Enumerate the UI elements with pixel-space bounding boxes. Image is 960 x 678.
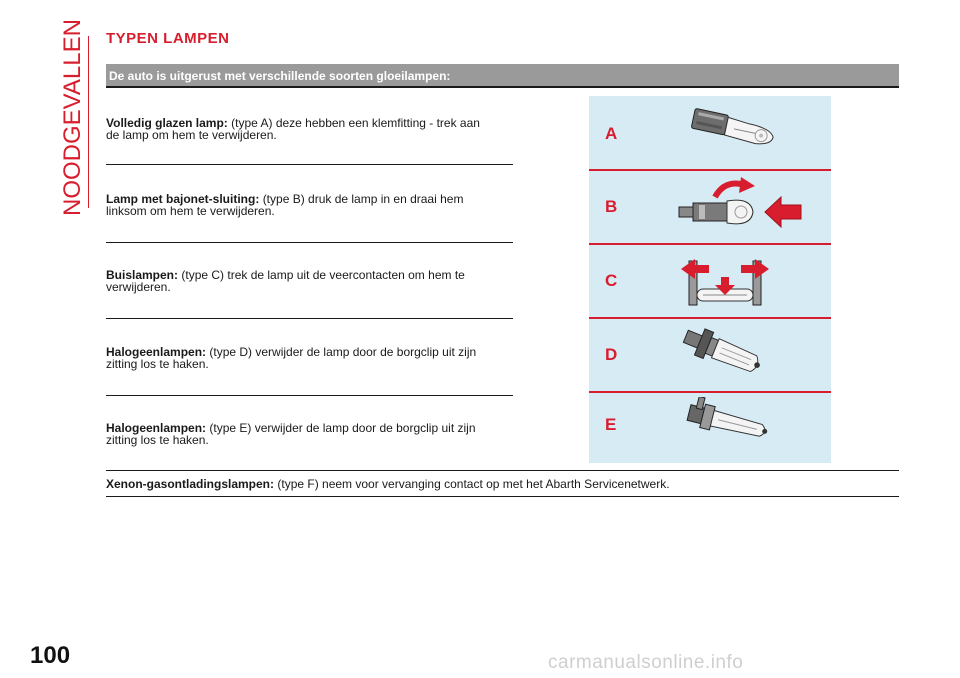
divider bbox=[106, 318, 513, 319]
illustration-row-c: C bbox=[589, 245, 831, 317]
panel-separator bbox=[589, 243, 831, 245]
wedge-bulb-icon bbox=[691, 108, 774, 145]
divider bbox=[106, 496, 899, 497]
entry-text: verwijderen. bbox=[106, 280, 171, 294]
bayonet-bulb-icon bbox=[678, 177, 802, 229]
panel-separator bbox=[589, 391, 831, 393]
entry-term: Lamp met bajonet-sluiting: bbox=[106, 192, 260, 206]
divider bbox=[106, 395, 513, 396]
illustration-row-e: E bbox=[589, 393, 831, 463]
panel-separator bbox=[589, 317, 831, 319]
divider bbox=[106, 470, 899, 471]
entry-text: de lamp om hem te verwijderen. bbox=[106, 128, 277, 142]
illustration-letter: A bbox=[605, 124, 618, 143]
illustration-row-b: B bbox=[589, 171, 831, 243]
entry-term: Xenon-gasontladingslampen: bbox=[106, 477, 275, 491]
divider bbox=[106, 242, 513, 243]
entry-text: zitting los te haken. bbox=[106, 433, 209, 447]
illustration-letter: D bbox=[605, 345, 618, 364]
entry-text: (type F) neem voor vervanging contact op… bbox=[277, 477, 670, 491]
illustration-letter: C bbox=[605, 271, 618, 290]
entry-text: (type D) verwijder de lamp door de borgc… bbox=[209, 345, 477, 359]
lamp-illustration-panel: A B C bbox=[589, 96, 831, 463]
entry-type-d: Halogeenlampen: (type D) verwijder de la… bbox=[106, 346, 506, 370]
entry-term: Halogeenlampen: bbox=[106, 345, 207, 359]
halogen-h1-bulb-icon bbox=[686, 397, 768, 437]
entry-type-b: Lamp met bajonet-sluiting: (type B) druk… bbox=[106, 193, 506, 217]
entry-text: (type B) druk de lamp in en draai hem bbox=[262, 192, 464, 206]
watermark: carmanualsonline.info bbox=[548, 652, 744, 673]
entry-text: (type E) verwijder de lamp door de borgc… bbox=[209, 421, 476, 435]
page-number: 100 bbox=[30, 642, 71, 669]
intro-bar: De auto is uitgerust met verschillende s… bbox=[106, 64, 899, 88]
entry-text: linksom om hem te verwijderen. bbox=[106, 204, 275, 218]
illustration-row-d: D bbox=[589, 319, 831, 391]
entry-type-f: Xenon-gasontladingslampen: (type F) neem… bbox=[106, 478, 899, 490]
entry-term: Volledig glazen lamp: bbox=[106, 116, 228, 130]
entry-term: Buislampen: bbox=[106, 268, 179, 282]
halogen-h4-bulb-icon bbox=[682, 328, 760, 373]
illustration-row-a: A bbox=[589, 96, 831, 169]
entry-type-a: Volledig glazen lamp: (type A) deze hebb… bbox=[106, 117, 506, 141]
entry-type-c: Buislampen: (type C) trek de lamp uit de… bbox=[106, 269, 506, 293]
panel-separator bbox=[589, 169, 831, 171]
side-rule bbox=[88, 36, 89, 208]
divider bbox=[106, 164, 513, 165]
festoon-bulb-icon bbox=[681, 259, 769, 306]
section-side-title: NOODGEVALLEN bbox=[59, 19, 86, 216]
illustration-letter: B bbox=[605, 197, 618, 216]
entry-text: (type C) trek de lamp uit de veercontact… bbox=[181, 268, 465, 282]
entry-term: Halogeenlampen: bbox=[106, 421, 207, 435]
entry-text: zitting los te haken. bbox=[106, 357, 209, 371]
illustration-letter: E bbox=[605, 415, 617, 434]
entry-text: (type A) deze hebben een klemfitting - t… bbox=[231, 116, 480, 130]
entry-type-e: Halogeenlampen: (type E) verwijder de la… bbox=[106, 422, 506, 446]
page-title: TYPEN LAMPEN bbox=[106, 30, 230, 47]
